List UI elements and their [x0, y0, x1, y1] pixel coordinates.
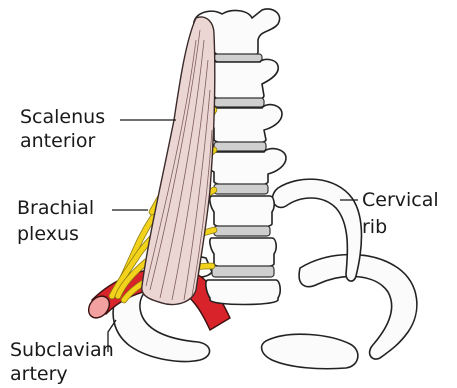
- label-brachial-line2: plexus: [17, 223, 79, 245]
- label-cervical-line2: rib: [362, 216, 387, 238]
- label-scalenus-line2: anterior: [20, 130, 96, 152]
- label-cervical-line1: Cervical: [362, 189, 439, 211]
- label-brachial-line1: Brachial: [17, 197, 94, 219]
- right-rib-end: [262, 334, 358, 369]
- label-subclavian-line2: artery: [10, 363, 68, 385]
- label-scalenus-line1: Scalenus: [20, 106, 105, 128]
- label-subclavian-line1: Subclavian: [10, 339, 114, 361]
